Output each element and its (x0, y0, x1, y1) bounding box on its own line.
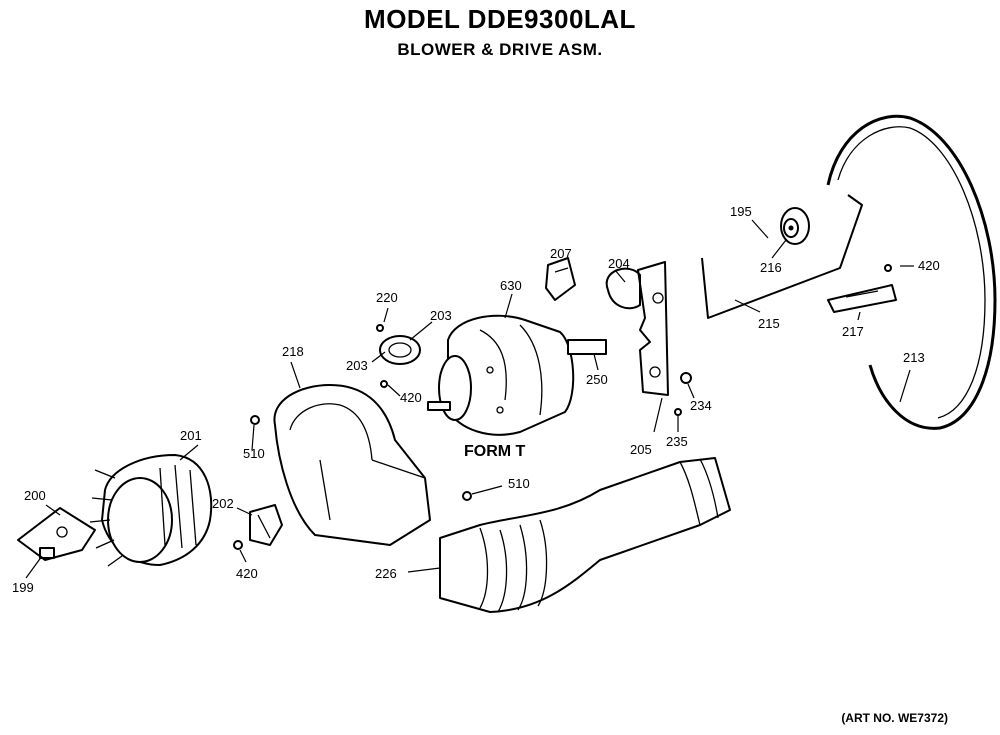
label-213: 213 (903, 350, 925, 365)
label-204: 204 (608, 256, 630, 271)
label-226: 226 (375, 566, 397, 581)
drum-belt-213 (826, 114, 997, 430)
label-203-top: 203 (430, 308, 452, 323)
label-420-bottom: 420 (236, 566, 258, 581)
centrifugal-switch-207 (545, 257, 576, 301)
label-195: 195 (730, 204, 752, 219)
label-207: 207 (550, 246, 572, 261)
idler-arm-215 (701, 194, 863, 319)
leader-lines (25, 219, 914, 579)
motor-mount-203 (379, 335, 421, 365)
label-235: 235 (666, 434, 688, 449)
motor-clip-204 (605, 267, 641, 310)
label-630: 630 (500, 278, 522, 293)
label-420-right: 420 (918, 258, 940, 273)
label-218: 218 (282, 344, 304, 359)
label-510-duct: 510 (508, 476, 530, 491)
exhaust-duct-226 (439, 457, 731, 613)
label-510-left: 510 (243, 446, 265, 461)
label-215: 215 (758, 316, 780, 331)
label-217: 217 (842, 324, 864, 339)
idler-bracket-217 (827, 284, 897, 313)
model-title: MODEL DDE9300LAL (364, 4, 636, 34)
art-number: (ART NO. WE7372) (841, 711, 948, 725)
label-250: 250 (586, 372, 608, 387)
blower-housing-218 (273, 384, 431, 546)
label-203-left: 203 (346, 358, 368, 373)
idler-pulley-216 (780, 207, 810, 245)
label-200: 200 (24, 488, 46, 503)
label-199: 199 (12, 580, 34, 595)
label-220: 220 (376, 290, 398, 305)
fasteners (233, 264, 892, 550)
part-labels: 195 216 420 217 213 215 207 204 630 250 … (12, 204, 940, 595)
inlet-bracket-200 (17, 507, 96, 561)
motor-bracket-205 (637, 261, 669, 396)
coupling-202 (249, 504, 283, 546)
label-205: 205 (630, 442, 652, 457)
drive-motor-630 (427, 314, 607, 436)
assembly-title: BLOWER & DRIVE ASM. (397, 40, 603, 59)
form-label: FORM T (464, 443, 526, 460)
label-420-motor: 420 (400, 390, 422, 405)
label-201: 201 (180, 428, 202, 443)
blower-wheel-201 (89, 454, 213, 567)
label-234: 234 (690, 398, 712, 413)
label-202: 202 (212, 496, 234, 511)
label-216: 216 (760, 260, 782, 275)
